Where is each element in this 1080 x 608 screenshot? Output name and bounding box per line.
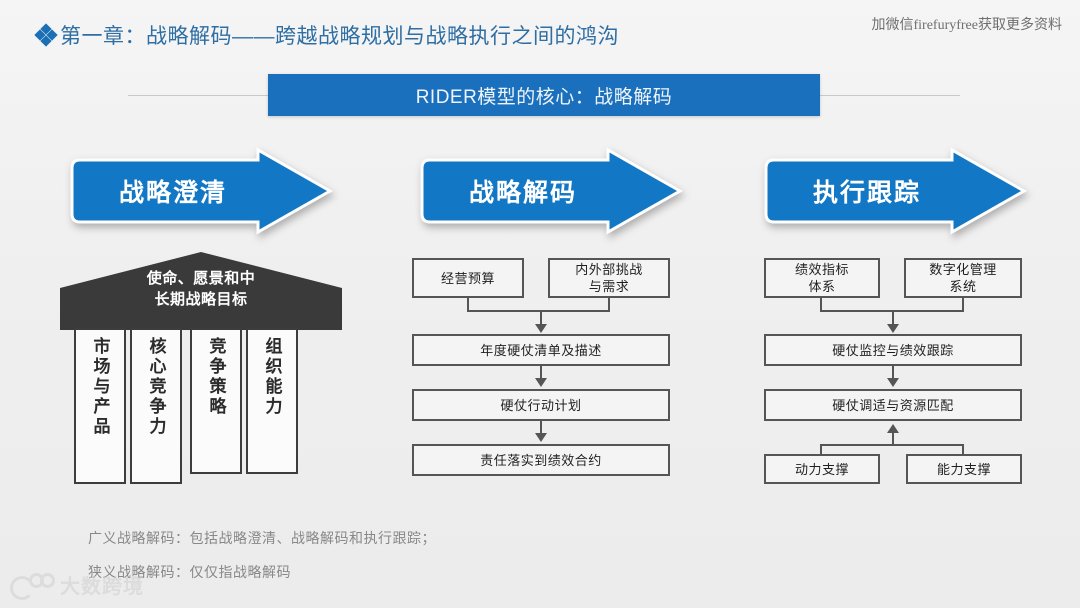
- mid-connector-bridge: [467, 310, 610, 312]
- execution-tracking-flowchart: 绩效指标 体系 数字化管理 系统 硬仗监控与绩效跟踪 硬仗调适与资源匹配 动力支…: [764, 258, 1022, 484]
- right-box-monitoring: 硬仗监控与绩效跟踪: [764, 334, 1022, 366]
- brand-logo: 大数跨境: [8, 570, 144, 600]
- house-pillar-3-label: 竞争策略: [206, 337, 226, 417]
- footnote-narrow-definition: 狭义战略解码：仅仅指战略解码: [88, 564, 291, 580]
- mid-connector-2: [540, 366, 542, 380]
- right-support-left-stem: [820, 444, 822, 456]
- process-arrow-2: 战略解码: [412, 147, 684, 235]
- mid-box-budget: 经营预算: [412, 258, 524, 298]
- house-pillar-3: 竞争策略: [190, 328, 242, 474]
- process-arrow-3: 执行跟踪: [756, 147, 1028, 235]
- mid-box-challenges-line-2: 与需求: [588, 279, 630, 294]
- house-pillar-4: 组织能力: [246, 328, 298, 474]
- house-pillar-1: 市场与产品: [74, 328, 126, 484]
- right-connector-2: [892, 366, 894, 380]
- house-roof-text: 使命、愿景和中 长期战略目标: [60, 268, 342, 310]
- mid-box-challenges: 内外部挑战 与需求: [548, 258, 670, 298]
- house-pillar-2: 核心竞争力: [130, 328, 182, 484]
- brand-circles-icon: [8, 571, 55, 600]
- strategy-house-diagram: 使命、愿景和中 长期战略目标 市场与产品 核心竞争力 竞争策略 组织能力: [60, 252, 342, 484]
- house-pillar-4-label: 组织能力: [262, 337, 282, 417]
- house-pillar-2-label: 核心竞争力: [146, 337, 166, 437]
- house-pillar-1-label: 市场与产品: [90, 337, 110, 437]
- process-arrow-1: 战略澄清: [62, 147, 334, 235]
- house-roof-line-2: 长期战略目标: [154, 291, 248, 308]
- mid-box-performance-contract: 责任落实到绩效合约: [412, 444, 670, 476]
- mid-box-action-plan: 硬仗行动计划: [412, 389, 670, 421]
- mid-arrowhead-1: [535, 324, 547, 333]
- mid-arrowhead-2: [535, 378, 547, 387]
- right-connector-up-stem: [892, 433, 894, 446]
- house-roof-shape: [60, 252, 342, 330]
- right-arrowhead-up: [887, 424, 899, 433]
- mid-connector-left-stem: [467, 298, 469, 312]
- right-box-digital-line-2: 系统: [949, 279, 977, 294]
- strategy-decoding-flowchart: 经营预算 内外部挑战 与需求 年度硬仗清单及描述 硬仗行动计划 责任落实到绩效合…: [412, 258, 670, 484]
- watermark-text: 加微信firefuryfree获取更多资料: [871, 18, 1062, 33]
- mid-box-challenges-line-1: 内外部挑战: [575, 262, 643, 277]
- right-support-right-stem: [962, 444, 964, 456]
- diamond-cluster-icon: [34, 23, 58, 47]
- right-arrowhead-2: [887, 378, 899, 387]
- house-pillars: 市场与产品 核心竞争力 竞争策略 组织能力: [74, 328, 334, 484]
- right-box-motivation-support: 动力支撑: [764, 454, 880, 484]
- right-box-kpi-system: 绩效指标 体系: [764, 258, 880, 298]
- right-box-kpi-line-2: 体系: [808, 279, 836, 294]
- mid-connector-right-stem: [608, 298, 610, 312]
- right-box-digital-system: 数字化管理 系统: [904, 258, 1022, 298]
- mid-box-annual-list: 年度硬仗清单及描述: [412, 334, 670, 366]
- right-connector-right-stem: [962, 298, 964, 312]
- right-connector-left-stem: [820, 298, 822, 312]
- mid-connector-down-stem: [540, 310, 542, 326]
- chapter-title: 第一章：战略解码——跨越战略规划与战略执行之间的鸿沟: [60, 25, 619, 48]
- right-box-digital-line-1: 数字化管理: [929, 262, 997, 277]
- right-connector-down-stem: [892, 310, 894, 326]
- right-box-capability-support: 能力支撑: [906, 454, 1022, 484]
- right-support-bridge: [820, 444, 964, 446]
- section-banner-title: RIDER模型的核心：战略解码: [415, 86, 673, 108]
- right-arrowhead-1: [887, 324, 899, 333]
- mid-arrowhead-3: [535, 433, 547, 442]
- section-banner: RIDER模型的核心：战略解码: [268, 74, 820, 116]
- house-roof-line-1: 使命、愿景和中: [146, 270, 256, 287]
- right-box-kpi-line-1: 绩效指标: [794, 262, 849, 277]
- brand-logo-text: 大数跨境: [60, 576, 144, 598]
- right-box-adjustment: 硬仗调适与资源匹配: [764, 389, 1022, 421]
- chapter-heading: 第一章：战略解码——跨越战略规划与战略执行之间的鸿沟: [34, 20, 619, 50]
- mid-connector-3: [540, 421, 542, 435]
- footnote-broad-definition: 广义战略解码：包括战略澄清、战略解码和执行跟踪；: [88, 530, 436, 546]
